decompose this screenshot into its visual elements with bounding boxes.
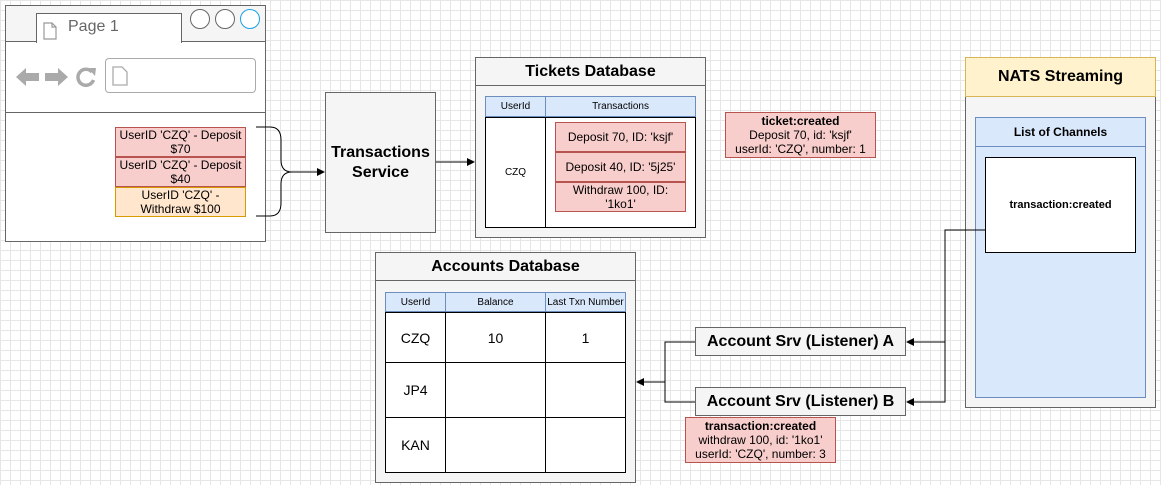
- page-icon: [43, 22, 57, 40]
- transaction-created-event: transaction:created withdraw 100, id: '1…: [685, 417, 836, 463]
- event-label: UserID 'CZQ' - Deposit $70: [119, 128, 242, 156]
- table-cell-balance: [446, 363, 545, 417]
- account-listener-a: Account Srv (Listener) A: [695, 327, 906, 356]
- account-listener-b: Account Srv (Listener) B: [695, 387, 906, 416]
- table-cell-userid: KAN: [401, 437, 430, 453]
- event-label: UserID 'CZQ' - Withdraw $100: [140, 188, 221, 216]
- table-cell-balance: 10: [487, 329, 504, 346]
- browser-tab[interactable]: Page 1: [36, 13, 182, 43]
- event-name: transaction:created: [704, 419, 817, 433]
- accounts-row-divider: [385, 362, 626, 363]
- listener-b-to-accounts-line: [664, 382, 695, 403]
- list-of-channels-title: List of Channels: [975, 117, 1146, 147]
- ticket-created-event: ticket:created Deposit 70, id: 'ksjf' us…: [725, 112, 876, 158]
- table-cell-last-txn: [546, 418, 625, 472]
- event-withdraw-100: UserID 'CZQ' - Withdraw $100: [115, 187, 246, 217]
- back-arrow-icon[interactable]: [16, 67, 40, 87]
- accounts-row-divider: [385, 417, 626, 418]
- address-bar[interactable]: [105, 58, 256, 93]
- browser-divider: [6, 112, 265, 113]
- tickets-header-userid: UserId: [485, 96, 546, 117]
- channel-transaction-created: transaction:created: [985, 157, 1136, 253]
- accounts-col-divider: [445, 312, 446, 473]
- event-label: UserID 'CZQ' - Deposit $40: [119, 158, 242, 186]
- table-cell-balance: [446, 418, 545, 472]
- accounts-database-title: Accounts Database: [376, 253, 635, 281]
- tickets-user-cell: CZQ: [504, 166, 527, 178]
- page-icon: [112, 66, 128, 86]
- table-cell-userid: JP4: [403, 382, 428, 398]
- table-cell-last-txn: 1: [581, 329, 590, 346]
- ticket-transaction-item: Deposit 70, ID: 'ksjf': [555, 122, 686, 152]
- transactions-service-label: Transactions Service: [331, 143, 430, 181]
- event-detail: userId: 'CZQ', number: 3: [695, 447, 826, 461]
- tab-label: Page 1: [68, 18, 119, 35]
- accounts-header-userid: UserId: [385, 292, 446, 312]
- tickets-header-transactions: Transactions: [545, 96, 696, 117]
- event-detail: userId: 'CZQ', number: 1: [735, 142, 866, 156]
- nats-streaming-title: NATS Streaming: [965, 57, 1156, 97]
- accounts-col-divider: [545, 312, 546, 473]
- ticket-transaction-item: Withdraw 100, ID: '1ko1': [555, 182, 686, 212]
- tickets-col-divider: [545, 117, 546, 228]
- event-deposit-40: UserID 'CZQ' - Deposit $40: [115, 157, 246, 187]
- accounts-header-balance: Balance: [445, 292, 546, 312]
- table-cell-userid: CZQ: [400, 329, 431, 346]
- event-name: ticket:created: [761, 114, 840, 128]
- listener-a-to-accounts-arrow: [636, 341, 695, 386]
- transactions-service: Transactions Service: [325, 92, 436, 233]
- event-deposit-70: UserID 'CZQ' - Deposit $70: [115, 127, 246, 157]
- table-cell-last-txn: [546, 363, 625, 417]
- accounts-header-last-txn: Last Txn Number: [545, 292, 626, 312]
- reload-icon[interactable]: [75, 66, 97, 88]
- event-detail: withdraw 100, id: '1ko1': [698, 433, 823, 447]
- forward-arrow-icon[interactable]: [44, 67, 68, 87]
- accounts-table-body: [385, 312, 626, 473]
- window-close-button[interactable]: [240, 9, 260, 29]
- window-minimize-button[interactable]: [190, 9, 210, 29]
- tickets-database-title: Tickets Database: [476, 58, 705, 86]
- window-maximize-button[interactable]: [215, 9, 235, 29]
- ticket-transaction-item: Deposit 40, ID: '5j25': [555, 152, 686, 182]
- event-detail: Deposit 70, id: 'ksjf': [749, 128, 852, 142]
- channel-to-listener-b-arrow: [906, 342, 946, 406]
